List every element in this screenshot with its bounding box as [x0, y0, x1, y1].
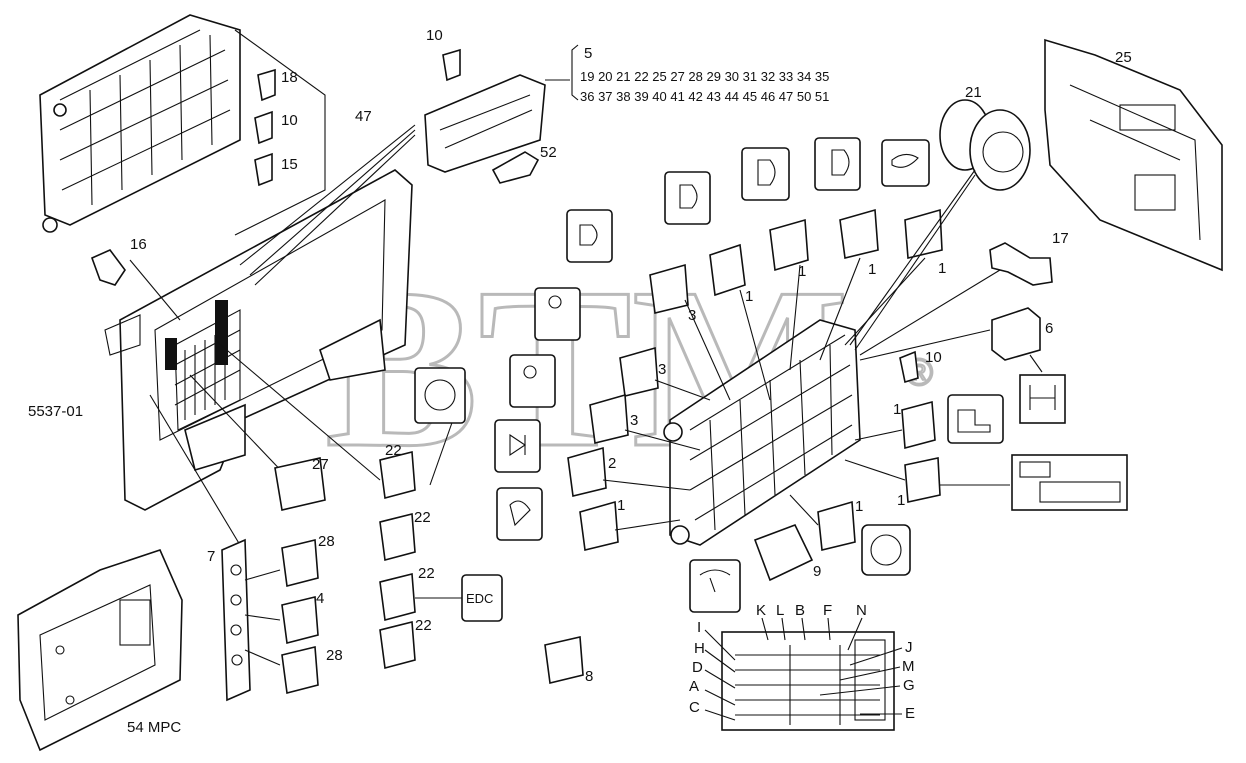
callout-D: D [692, 659, 703, 676]
callout-C: C [689, 699, 700, 716]
callout-relay-1a: 1 [745, 288, 753, 305]
callout-A: A [689, 678, 699, 695]
connector-5 [424, 44, 579, 173]
callout-28-b: 28 [326, 647, 343, 664]
callout-relay-2: 2 [608, 455, 616, 472]
bracket-54-mpc [17, 549, 183, 752]
callout-54-mpc: 54 MPC [127, 719, 181, 736]
relay-panel-47 [39, 14, 326, 236]
callout-relay-1e: 1 [617, 497, 625, 514]
callout-B: B [795, 602, 805, 619]
callout-relay-3a: 3 [688, 307, 696, 324]
callout-row-1: 19 20 21 22 25 27 28 29 30 31 32 33 34 3… [580, 69, 829, 84]
callout-22-d: 22 [415, 617, 432, 634]
callout-labels: 47 18 10 15 10 5 19 20 21 22 25 27 28 29… [28, 27, 1132, 736]
diagram-code: 5537-01 [28, 403, 83, 420]
callout-relay-1d: 1 [938, 260, 946, 277]
relay-6 [991, 307, 1041, 361]
callout-18: 18 [281, 69, 298, 86]
central-fuse-box [663, 319, 861, 546]
icon-axle [1019, 374, 1066, 424]
switch-17 [989, 242, 1053, 286]
callout-H: H [694, 640, 705, 657]
callout-8: 8 [585, 668, 593, 685]
callout-K: K [756, 602, 766, 619]
callout-22-c: 22 [418, 565, 435, 582]
callout-relay-1f: 1 [893, 401, 901, 418]
callout-52: 52 [540, 144, 557, 161]
callout-28-a: 28 [318, 533, 335, 550]
callout-6: 6 [1045, 320, 1053, 337]
callout-N: N [856, 602, 867, 619]
callout-M: M [902, 658, 915, 675]
bracket-25 [1044, 38, 1223, 272]
callout-E: E [905, 705, 915, 722]
callout-7: 7 [207, 548, 215, 565]
callout-25: 25 [1115, 49, 1132, 66]
callout-row-2: 36 37 38 39 40 41 42 43 44 45 46 47 50 5… [580, 89, 829, 104]
lower-block-leaders [704, 617, 903, 721]
callout-J: J [905, 639, 913, 656]
symbol-icons [414, 137, 1004, 622]
callout-L: L [776, 602, 784, 619]
clip-52 [491, 151, 540, 184]
callout-15: 15 [281, 156, 298, 173]
callout-10-c: 10 [925, 349, 942, 366]
callout-edc: EDC [466, 591, 493, 606]
callout-17: 17 [1052, 230, 1069, 247]
instrument-strip [1011, 454, 1128, 511]
callout-relay-1g: 1 [897, 492, 905, 509]
callout-27: 27 [312, 456, 329, 473]
callout-9: 9 [813, 563, 821, 580]
callout-10-b: 10 [426, 27, 443, 44]
callout-relay-3c: 3 [630, 412, 638, 429]
callout-relay-1h: 1 [855, 498, 863, 515]
sensor-21 [939, 99, 1031, 191]
callout-22-a: 22 [385, 442, 402, 459]
leader-lines [129, 124, 461, 546]
relay-leaders [415, 169, 1010, 599]
relays [274, 208, 943, 695]
fuse-group [254, 68, 276, 187]
callout-relay-1c: 1 [868, 261, 876, 278]
bulb-16 [90, 249, 126, 286]
fuse-10-right [899, 350, 919, 384]
relay-block-lower [721, 631, 895, 731]
callout-I: I [697, 619, 701, 636]
callout-21: 21 [965, 84, 982, 101]
callout-G: G [903, 677, 915, 694]
callout-22-b: 22 [414, 509, 431, 526]
callout-relay-1b: 1 [798, 263, 806, 280]
fuse-strip-7 [221, 538, 281, 702]
callout-F: F [823, 602, 832, 619]
callout-47: 47 [355, 108, 372, 125]
callout-10-a: 10 [281, 112, 298, 129]
callout-5: 5 [584, 45, 592, 62]
callout-relay-3b: 3 [658, 361, 666, 378]
callout-4: 4 [316, 590, 324, 607]
callout-16: 16 [130, 236, 147, 253]
